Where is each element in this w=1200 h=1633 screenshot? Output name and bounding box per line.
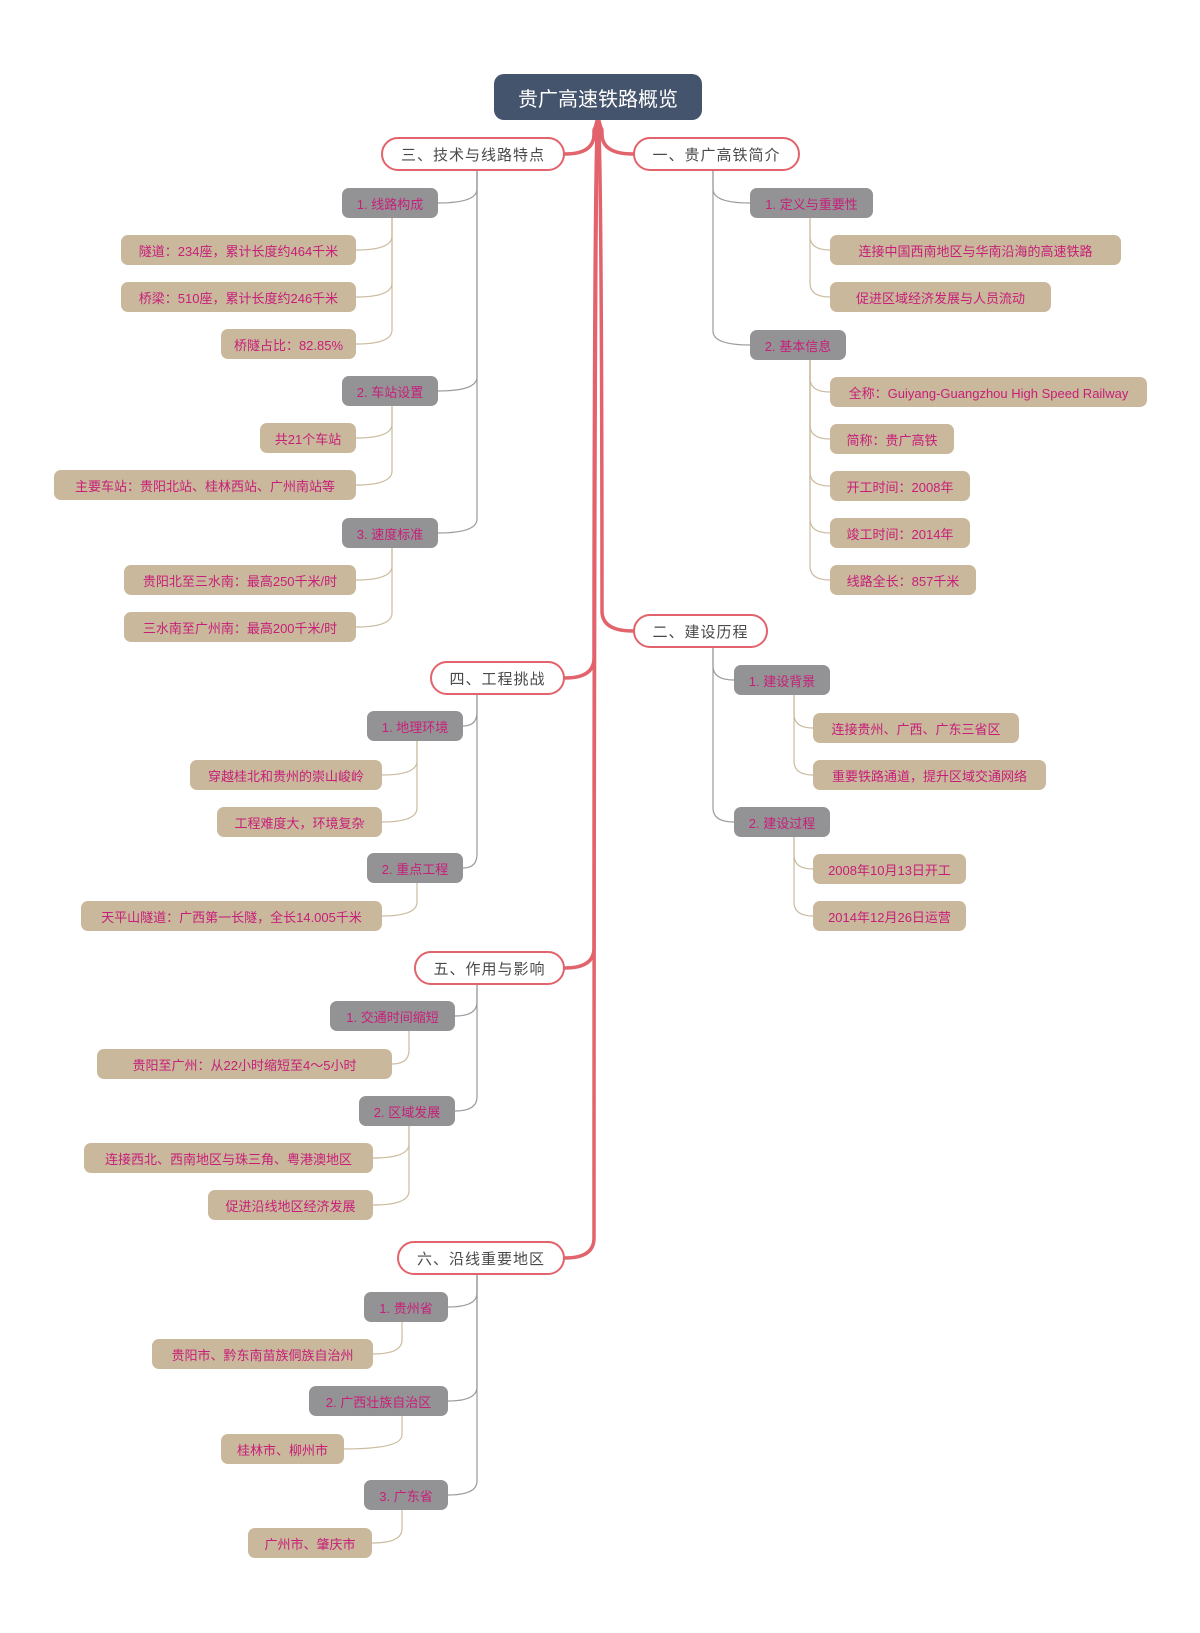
leaf-link: [372, 1125, 410, 1206]
leaf-link: [809, 359, 831, 487]
leaf-link: [372, 1125, 410, 1159]
main-link: [596, 114, 635, 633]
leaf-speed-2[interactable]: 三水南至广州南：最高200千米/时: [124, 612, 356, 642]
sub-speed[interactable]: 3. 速度标准: [342, 518, 438, 548]
sub-process[interactable]: 2. 建设过程: [734, 807, 830, 837]
leaf-link: [343, 1415, 403, 1450]
main-link: [596, 114, 635, 156]
sub-link: [447, 1274, 478, 1308]
branch-history[interactable]: 二、建设历程: [633, 614, 768, 648]
sub-definition[interactable]: 1. 定义与重要性: [750, 188, 873, 218]
leaf-definition-2[interactable]: 促进区域经济发展与人员流动: [830, 282, 1051, 312]
leaf-link: [355, 547, 393, 581]
leaf-link: [371, 1509, 403, 1544]
sub-link: [712, 647, 735, 681]
sub-link: [454, 984, 478, 1017]
leaf-length[interactable]: 线路全长：857千米: [830, 565, 976, 595]
leaf-tunnels[interactable]: 隧道：234座，累计长度约464千米: [121, 235, 356, 265]
leaf-guangdong[interactable]: 广州市、肇庆市: [248, 1528, 372, 1558]
branch-impact[interactable]: 五、作用与影响: [414, 951, 565, 985]
branch-intro[interactable]: 一、贵广高铁简介: [633, 137, 800, 171]
leaf-geography-2[interactable]: 工程难度大，环境复杂: [217, 807, 382, 837]
leaf-link: [793, 694, 814, 729]
sub-time-saving[interactable]: 1. 交通时间缩短: [330, 1001, 455, 1031]
leaf-ratio[interactable]: 桥隧占比：82.85%: [221, 329, 356, 359]
sub-link: [437, 170, 478, 534]
sub-geography[interactable]: 1. 地理环境: [367, 711, 463, 741]
main-link: [563, 114, 600, 156]
sub-link: [712, 170, 751, 346]
sub-link: [447, 1274, 478, 1402]
sub-link: [437, 170, 478, 204]
leaf-link: [809, 359, 831, 581]
leaf-shortname[interactable]: 简称：贵广高铁: [830, 424, 954, 454]
leaf-link: [391, 1030, 410, 1065]
leaf-geography-1[interactable]: 穿越桂北和贵州的崇山峻岭: [190, 760, 382, 790]
leaf-regional-1[interactable]: 连接西北、西南地区与珠三角、粤港澳地区: [84, 1143, 373, 1173]
leaf-time-saving[interactable]: 贵阳至广州：从22小时缩短至4～5小时: [97, 1049, 392, 1079]
leaf-finish-year[interactable]: 竣工时间：2014年: [830, 518, 970, 548]
leaf-link: [809, 217, 831, 298]
leaf-definition-1[interactable]: 连接中国西南地区与华南沿海的高速铁路: [830, 235, 1121, 265]
leaf-guizhou[interactable]: 贵阳市、黔东南苗族侗族自治州: [152, 1339, 373, 1369]
leaf-start-year[interactable]: 开工时间：2008年: [830, 471, 970, 501]
sub-stations[interactable]: 2. 车站设置: [342, 376, 438, 406]
leaf-link: [793, 694, 814, 776]
sub-link: [462, 694, 478, 869]
sub-background[interactable]: 1. 建设背景: [734, 665, 830, 695]
leaf-link: [355, 405, 393, 486]
branch-technology[interactable]: 三、技术与线路特点: [381, 137, 565, 171]
leaf-process-1[interactable]: 2008年10月13日开工: [813, 854, 966, 884]
leaf-tunnel-project[interactable]: 天平山隧道：广西第一长隧，全长14.005千米: [81, 901, 382, 931]
sub-key-projects[interactable]: 2. 重点工程: [367, 853, 463, 883]
leaf-link: [355, 547, 393, 628]
leaf-guangxi[interactable]: 桂林市、柳州市: [221, 1434, 344, 1464]
leaf-link: [355, 217, 393, 345]
leaf-process-2[interactable]: 2014年12月26日运营: [813, 901, 966, 931]
sub-link: [712, 170, 751, 204]
leaf-fullname[interactable]: 全称：Guiyang-Guangzhou High Speed Railway: [830, 377, 1147, 407]
leaf-link: [381, 882, 418, 917]
sub-basic-info[interactable]: 2. 基本信息: [750, 330, 846, 360]
sub-link: [462, 694, 478, 727]
leaf-regional-2[interactable]: 促进沿线地区经济发展: [208, 1190, 373, 1220]
leaf-link: [381, 740, 418, 823]
leaf-background-2[interactable]: 重要铁路通道，提升区域交通网络: [813, 760, 1046, 790]
leaf-link: [355, 405, 393, 439]
sub-guangxi[interactable]: 2. 广西壮族自治区: [309, 1386, 448, 1416]
sub-guizhou[interactable]: 1. 贵州省: [364, 1292, 448, 1322]
branch-regions[interactable]: 六、沿线重要地区: [397, 1241, 565, 1275]
main-link: [563, 114, 600, 1260]
sub-guangdong[interactable]: 3. 广东省: [364, 1480, 448, 1510]
leaf-station-count[interactable]: 共21个车站: [260, 423, 356, 453]
leaf-link: [793, 836, 814, 917]
leaf-link: [809, 359, 831, 393]
sub-link: [447, 1274, 478, 1496]
leaf-link: [809, 359, 831, 440]
sub-route[interactable]: 1. 线路构成: [342, 188, 438, 218]
branch-challenges[interactable]: 四、工程挑战: [430, 661, 565, 695]
sub-link: [437, 170, 478, 392]
sub-regional[interactable]: 2. 区域发展: [359, 1096, 455, 1126]
leaf-link: [372, 1321, 403, 1355]
leaf-link: [809, 217, 831, 251]
sub-link: [454, 984, 478, 1112]
leaf-bridges[interactable]: 桥梁：510座，累计长度约246千米: [121, 282, 356, 312]
leaf-main-stations[interactable]: 主要车站：贵阳北站、桂林西站、广州南站等: [54, 470, 356, 500]
leaf-background-1[interactable]: 连接贵州、广西、广东三省区: [813, 713, 1019, 743]
leaf-link: [793, 836, 814, 870]
sub-link: [712, 647, 735, 823]
leaf-link: [381, 740, 418, 776]
leaf-speed-1[interactable]: 贵阳北至三水南：最高250千米/时: [124, 565, 356, 595]
leaf-link: [355, 217, 393, 251]
leaf-link: [355, 217, 393, 298]
root-topic[interactable]: 贵广高速铁路概览: [494, 74, 702, 120]
